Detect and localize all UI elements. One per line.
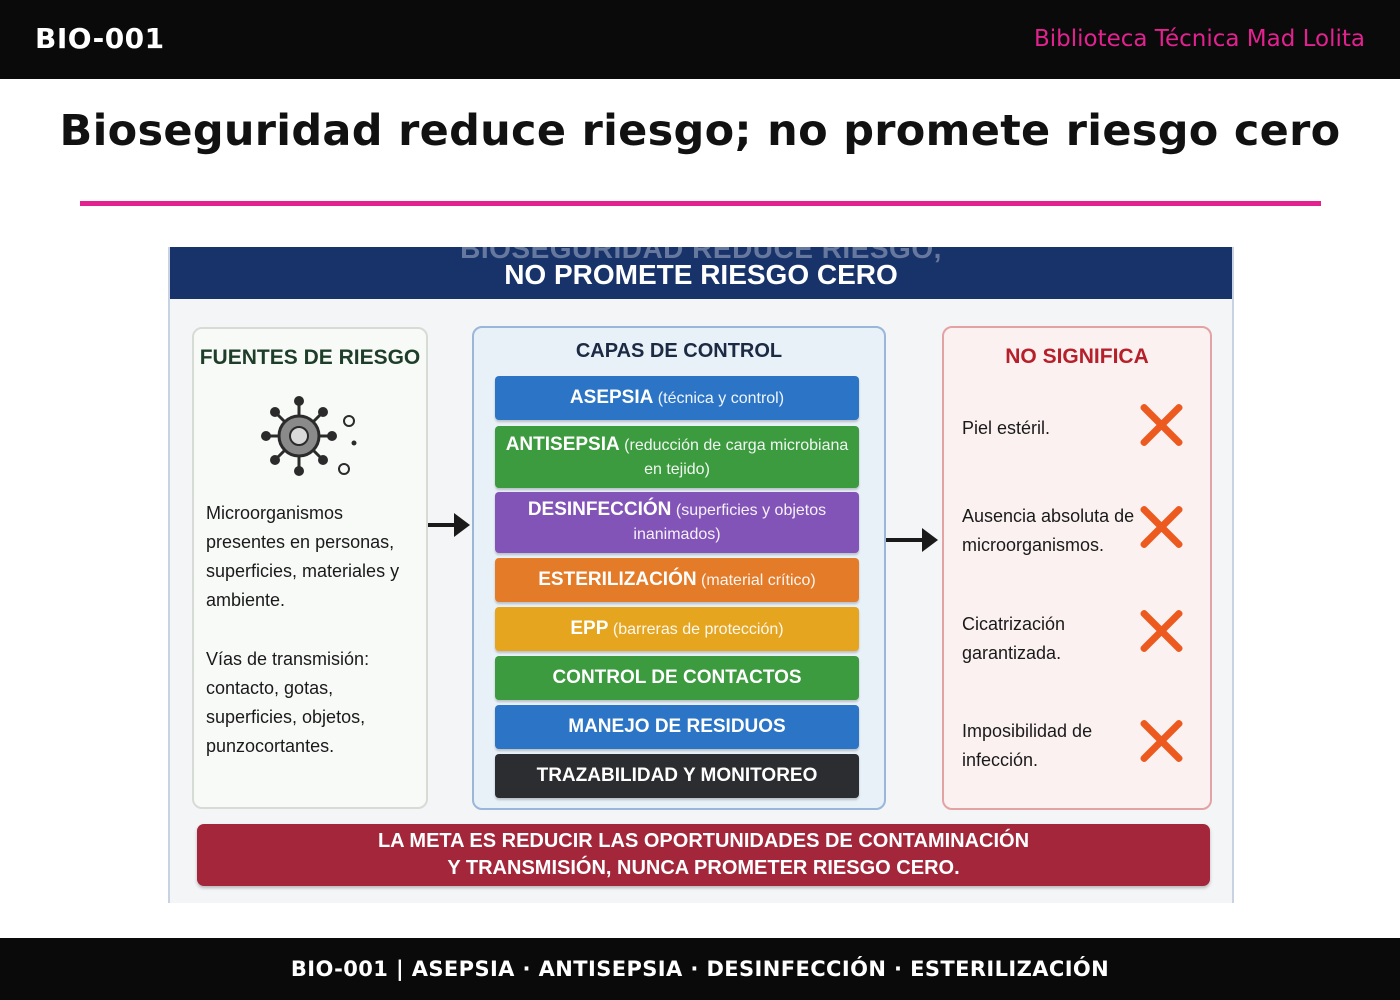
top-bar: BIO-001 Biblioteca Técnica Mad Lolita	[0, 0, 1400, 79]
layer-name: EPP	[570, 617, 609, 639]
risk-sources-panel: FUENTES DE RIESGO	[192, 327, 428, 809]
arrow-right-icon	[428, 513, 470, 537]
control-layers-panel: CAPAS DE CONTROL ASEPSIA (técnica y cont…	[472, 326, 886, 810]
goal-line-1: LA META ES REDUCIR LAS OPORTUNIDADES DE …	[377, 830, 1030, 852]
layer-desinfeccion: DESINFECCIÓN (superficies y objetos inan…	[495, 492, 859, 553]
layer-name: ASEPSIA	[569, 386, 654, 408]
x-mark-icon	[1136, 400, 1186, 450]
layer-name: MANEJO DE RESIDUOS	[568, 716, 786, 737]
title-divider	[80, 201, 1321, 206]
layer-name: ANTISEPSIA	[505, 433, 620, 455]
layer-asepsia: ASEPSIA (técnica y control)	[495, 376, 859, 420]
x-mark-icon	[1136, 606, 1186, 656]
page-title: Bioseguridad reduce riesgo; no promete r…	[59, 106, 1341, 156]
banner-faded-line: BIOSEGURIDAD REDUCE RIESGO,	[460, 247, 942, 264]
arrow-right-icon	[886, 528, 938, 552]
layer-epp: EPP (barreras de protección)	[495, 607, 859, 651]
footer-bar: BIO-001 | ASEPSIA · ANTISEPSIA · DESINFE…	[0, 938, 1400, 1000]
x-mark-icon	[1136, 716, 1186, 766]
layer-desc: (barreras de protección)	[612, 620, 784, 638]
layer-name: TRAZABILIDAD Y MONITOREO	[536, 765, 818, 786]
layer-desc: (superficies y objetos inanimados)	[633, 502, 827, 543]
layer-trazabilidad: TRAZABILIDAD Y MONITOREO	[495, 754, 859, 798]
layer-desc: (material crítico)	[701, 571, 816, 589]
not-meaning-item: Imposibilidad de infección.	[962, 721, 1093, 770]
goal-line-2: Y TRANSMISIÓN, NUNCA PROMETER RIESGO CER…	[447, 857, 960, 879]
layer-manejo-residuos: MANEJO DE RESIDUOS	[495, 705, 859, 749]
infographic: BIOSEGURIDAD REDUCE RIESGO, NO PROMETE R…	[168, 247, 1234, 903]
transmission-routes-text: Vías de transmisión: contacto, gotas, su…	[206, 649, 370, 756]
not-meaning-heading: NO SIGNIFICA	[1005, 345, 1149, 368]
control-layers-heading: CAPAS DE CONTROL	[575, 340, 783, 362]
document-code: BIO-001	[35, 22, 165, 55]
layer-control-contactos: CONTROL DE CONTACTOS	[495, 656, 859, 700]
not-meaning-item: Ausencia absoluta de microorganismos.	[962, 506, 1135, 555]
layer-name: ESTERILIZACIÓN	[538, 568, 697, 590]
banner-title: NO PROMETE RIESGO CERO	[504, 259, 898, 290]
x-mark-icon	[1136, 502, 1186, 552]
not-meaning-panel: NO SIGNIFICA Piel estéril. Ausencia abso…	[942, 326, 1212, 810]
layer-name: DESINFECCIÓN	[527, 499, 672, 520]
layer-desc: (reducción de carga microbiana en tejido…	[624, 436, 849, 478]
not-meaning-item: Piel estéril.	[962, 418, 1051, 438]
layer-antisepsia: ANTISEPSIA (reducción de carga microbian…	[495, 426, 859, 488]
library-name: Biblioteca Técnica Mad Lolita	[1033, 26, 1365, 52]
infographic-banner: BIOSEGURIDAD REDUCE RIESGO, NO PROMETE R…	[170, 247, 1232, 299]
not-meaning-item: Cicatrización garantizada.	[962, 614, 1066, 663]
virus-icon	[261, 396, 357, 476]
risk-sources-text: Microorganismos presentes en personas, s…	[206, 503, 400, 610]
layer-name: CONTROL DE CONTACTOS	[552, 667, 802, 688]
layer-esterilizacion: ESTERILIZACIÓN (material crítico)	[495, 558, 859, 602]
risk-sources-heading: FUENTES DE RIESGO	[199, 346, 421, 369]
layer-desc: (técnica y control)	[657, 389, 785, 407]
goal-banner: LA META ES REDUCIR LAS OPORTUNIDADES DE …	[197, 824, 1210, 886]
